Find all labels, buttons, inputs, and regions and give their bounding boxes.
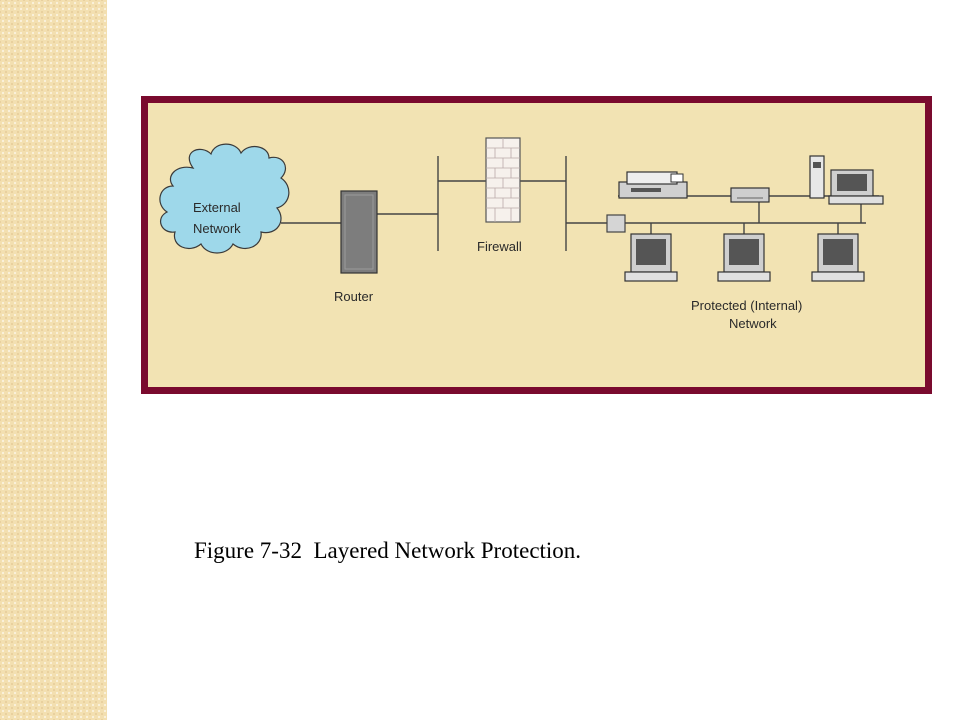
- firewall-label: Firewall: [477, 239, 522, 254]
- protected-network-label-line2: Network: [729, 316, 777, 331]
- router-label: Router: [334, 289, 374, 304]
- external-network-cloud: [159, 143, 290, 254]
- external-network-label-line1: External: [193, 200, 241, 215]
- external-network-label-line2: Network: [193, 221, 241, 236]
- decorative-side-strip: [0, 0, 107, 720]
- workstation-icon: [811, 233, 865, 282]
- network-diagram: External Network Router: [141, 96, 932, 394]
- junction-box-icon: [606, 214, 626, 233]
- hub-icon: [730, 187, 770, 203]
- printer-icon: [618, 171, 688, 199]
- figure-caption: Figure 7-32 Layered Network Protection.: [194, 538, 582, 563]
- firewall-icon: [485, 137, 521, 223]
- protected-network-label-line1: Protected (Internal): [691, 298, 802, 313]
- router-icon: [340, 190, 378, 274]
- server-icon: [809, 155, 884, 205]
- diagram-background: [148, 103, 925, 387]
- workstation-icon: [717, 233, 771, 282]
- workstation-icon: [624, 233, 678, 282]
